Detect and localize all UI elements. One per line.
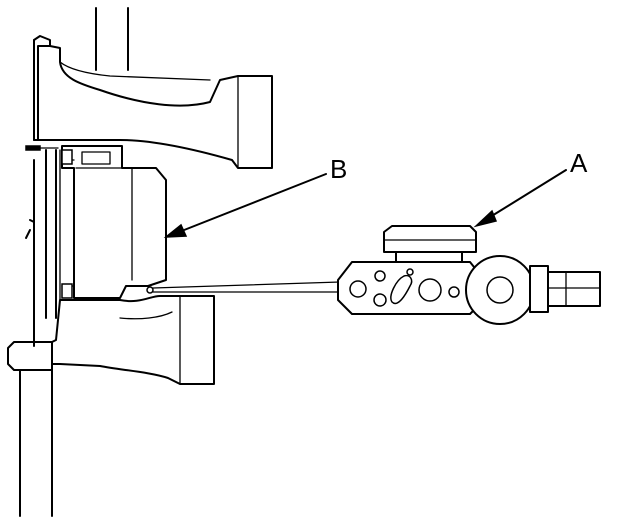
lower-housing	[7, 295, 215, 517]
dial-indicator	[337, 225, 601, 325]
callout-arrow-a	[473, 169, 567, 228]
callout-arrow-b	[163, 173, 327, 238]
callout-label-b: B	[330, 154, 347, 184]
housing	[25, 7, 273, 341]
callout-label-a: A	[570, 148, 588, 178]
seal-block	[61, 145, 167, 305]
probe-rod	[146, 281, 341, 294]
